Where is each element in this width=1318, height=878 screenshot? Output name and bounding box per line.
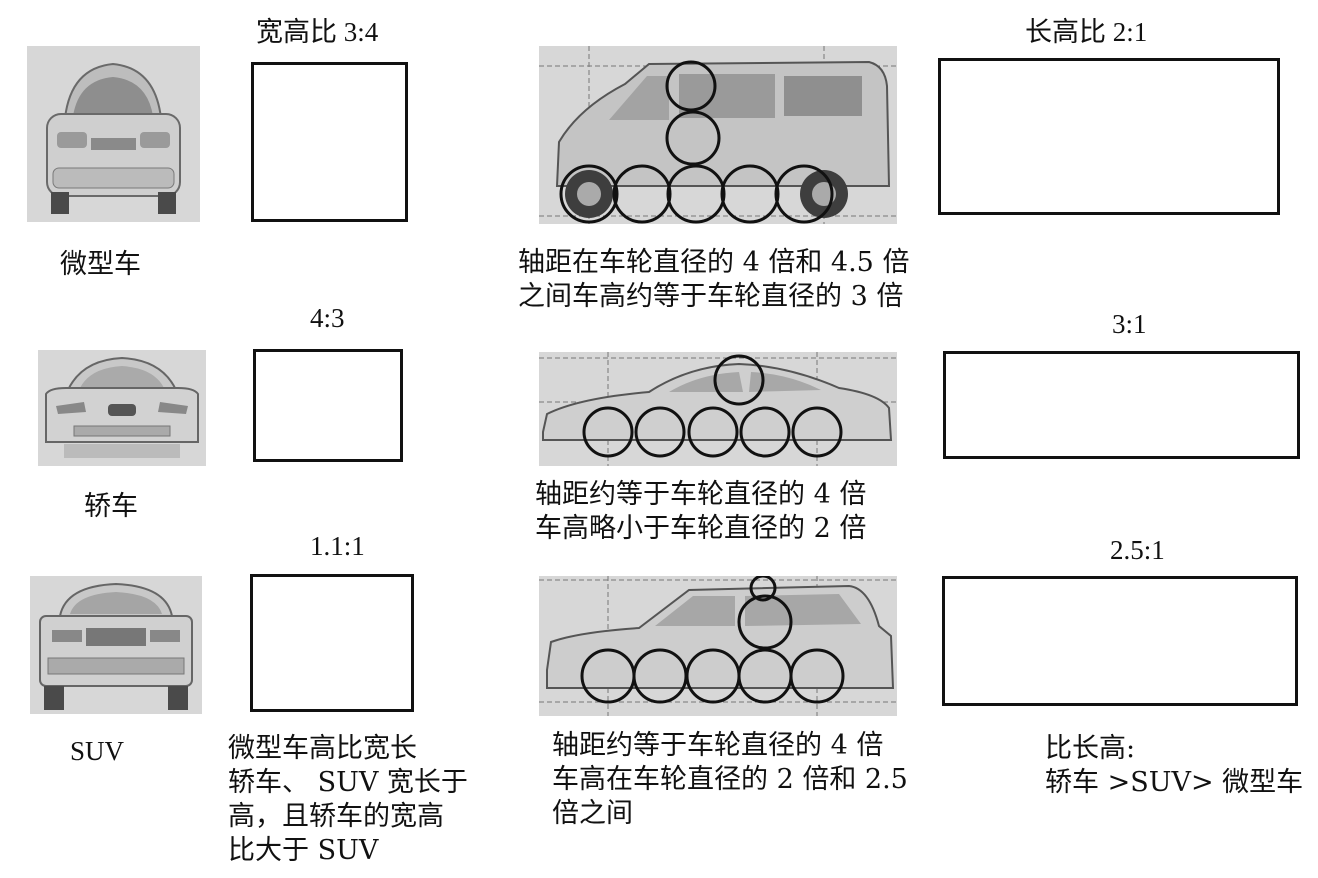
side-note-suv-line3: 倍之间	[552, 798, 633, 829]
side-note-sedan-line2: 车高略小于车轮直径的 2 倍	[535, 513, 867, 544]
front-ratio-sedan: 4:3	[310, 303, 345, 333]
vehicle-label-minivan: 微型车	[60, 249, 141, 280]
side-ratio-sedan: 3:1	[1112, 309, 1147, 339]
sedan-front-photo	[38, 350, 206, 466]
suv-side-photo	[539, 576, 897, 716]
minivan-side-photo	[539, 46, 897, 224]
side-note-sedan-line1: 轴距约等于车轮直径的 4 倍	[535, 479, 867, 510]
side-ratio-box-sedan	[943, 351, 1300, 459]
summary-front-line2: 轿车、 SUV 宽长于	[228, 767, 468, 798]
summary-side-line1: 比长高:	[1045, 733, 1136, 764]
front-ratio-box-sedan	[253, 349, 403, 462]
side-note-minivan-line1: 轴距在车轮直径的 4 倍和 4.5 倍	[518, 247, 910, 278]
side-ratio-suv: 2.5:1	[1110, 535, 1165, 565]
vehicle-label-sedan: 轿车	[84, 491, 138, 522]
vehicle-label-suv: SUV	[70, 736, 125, 766]
summary-side-line2: 轿车 >SUV> 微型车	[1045, 767, 1304, 798]
front-ratio-minivan: 宽高比 3:4	[256, 17, 379, 47]
summary-front-line4: 比大于 SUV	[228, 835, 379, 866]
side-note-minivan-line2: 之间车高约等于车轮直径的 3 倍	[518, 281, 904, 312]
side-note-suv-line2: 车高在车轮直径的 2 倍和 2.5	[552, 764, 908, 795]
summary-front-line3: 高，且轿车的宽高	[228, 801, 444, 832]
front-ratio-box-suv	[250, 574, 414, 712]
summary-front-line1: 微型车高比宽长	[228, 733, 417, 764]
side-note-suv-line1: 轴距约等于车轮直径的 4 倍	[552, 730, 884, 761]
side-ratio-box-minivan	[938, 58, 1280, 215]
front-ratio-box-minivan	[251, 62, 408, 222]
minivan-front-photo	[27, 46, 200, 222]
suv-front-photo	[30, 576, 202, 714]
side-ratio-minivan: 长高比 2:1	[1025, 17, 1148, 47]
side-ratio-box-suv	[942, 576, 1298, 706]
sedan-side-photo	[539, 352, 897, 466]
front-ratio-suv: 1.1:1	[310, 531, 365, 561]
